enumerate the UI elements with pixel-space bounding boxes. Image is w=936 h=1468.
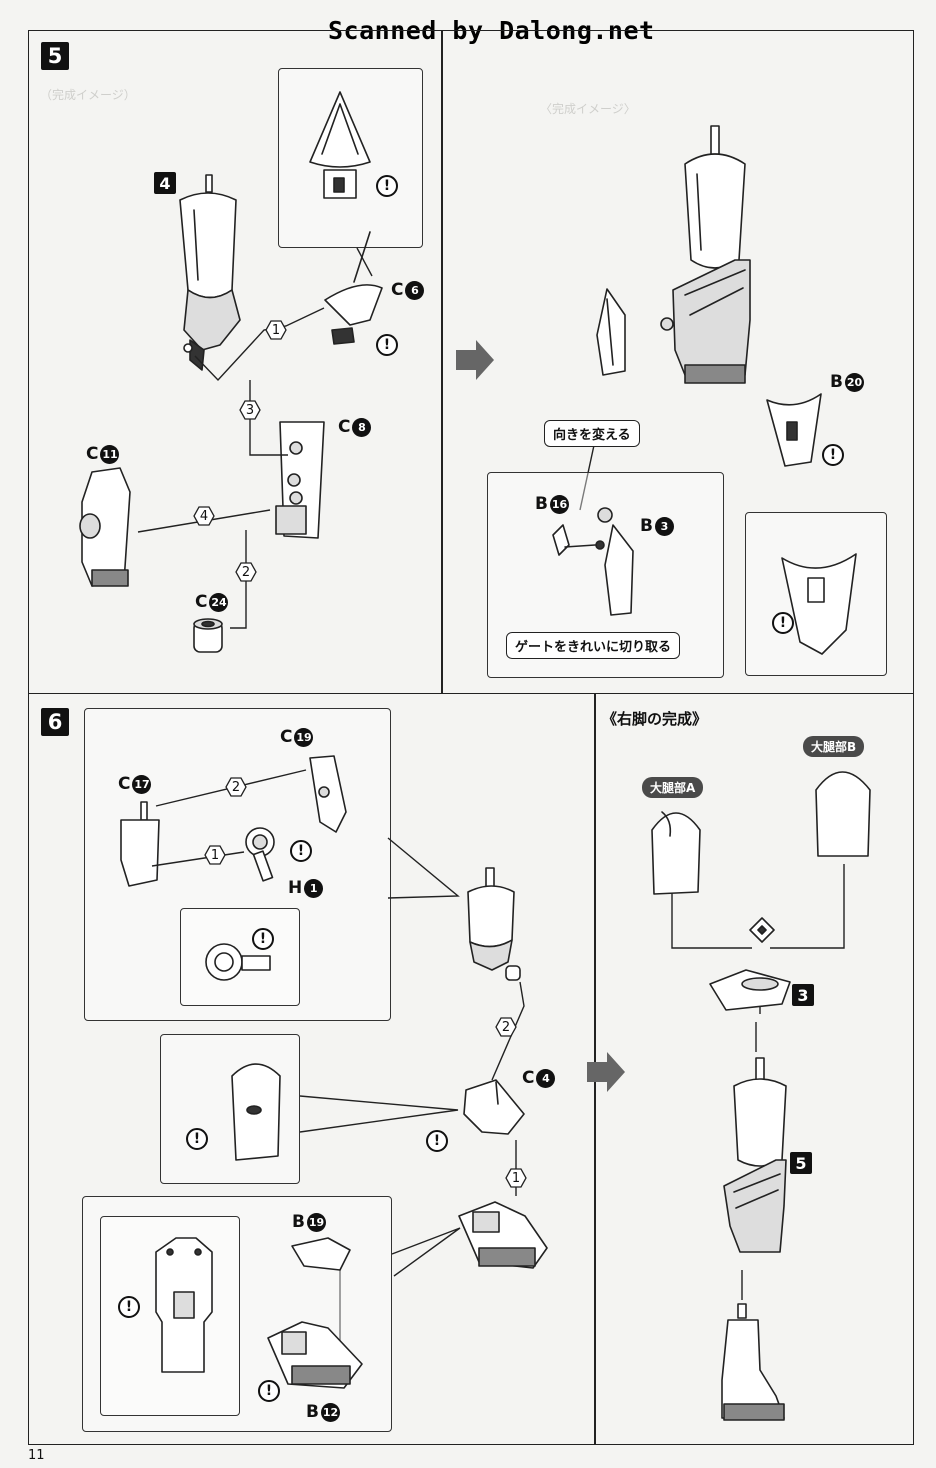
warning-icon: ! bbox=[258, 1380, 280, 1402]
side-plate-illustration bbox=[596, 288, 626, 376]
b19-part-illustration bbox=[291, 1237, 351, 1271]
step-sequence-1: 1 bbox=[265, 320, 287, 340]
page-number: 11 bbox=[28, 1448, 45, 1463]
warning-icon: ! bbox=[186, 1128, 208, 1150]
c8-part-illustration bbox=[275, 421, 325, 539]
step-sequence-4: 4 bbox=[193, 506, 215, 526]
warning-icon: ! bbox=[252, 928, 274, 950]
assembled-leg-illustration bbox=[660, 125, 751, 384]
step-sequence-2: 2 bbox=[225, 777, 247, 797]
step6-frame bbox=[28, 693, 914, 1445]
cut-gate-note: ゲートをきれいに切り取る bbox=[506, 632, 681, 659]
b12-part-illustration bbox=[267, 1321, 363, 1389]
warning-icon: ! bbox=[822, 444, 844, 466]
change-direction-note: 向きを変える bbox=[544, 420, 640, 447]
bleed-through-text: 〈完成イメージ〉 bbox=[540, 102, 636, 116]
b12-underside-illustration bbox=[155, 1237, 213, 1373]
warning-icon: ! bbox=[118, 1296, 140, 1318]
subassembly-ref: 3 bbox=[792, 984, 814, 1006]
step-sequence-2: 2 bbox=[235, 562, 257, 582]
bleed-through-text: （完成イメージ） bbox=[40, 88, 136, 102]
warning-icon: ! bbox=[376, 334, 398, 356]
c19-part-illustration bbox=[309, 755, 347, 833]
warning-icon: ! bbox=[376, 175, 398, 197]
thigh-b-tag: 大腿部B bbox=[803, 736, 865, 757]
upper-leg-illustration bbox=[179, 174, 241, 371]
foot-assembly-illustration bbox=[721, 1303, 785, 1421]
complete-leg-illustration bbox=[723, 1057, 787, 1253]
next-arrow-icon bbox=[587, 1052, 625, 1092]
armor-part-detail bbox=[309, 91, 371, 283]
joint-detail-illustration bbox=[205, 943, 271, 981]
b20-back-illustration bbox=[781, 553, 857, 655]
warning-icon: ! bbox=[772, 612, 794, 634]
step-sequence-1: 1 bbox=[505, 1168, 527, 1188]
step-number: 6 bbox=[41, 708, 69, 736]
subassembly-ref: 5 bbox=[790, 1152, 812, 1174]
h1-joint-illustration bbox=[245, 827, 275, 882]
c4-detail-illustration bbox=[231, 1063, 281, 1161]
step5-divider bbox=[441, 30, 443, 694]
thigh-b-illustration bbox=[815, 771, 871, 857]
subassembly-ref: 4 bbox=[154, 172, 176, 194]
step-sequence-1: 1 bbox=[204, 845, 226, 865]
step-sequence-2: 2 bbox=[495, 1017, 517, 1037]
completion-caption: 《右脚の完成》 bbox=[602, 710, 708, 728]
c17-part-illustration bbox=[120, 801, 160, 887]
c4-part-illustration bbox=[463, 1079, 525, 1135]
warning-icon: ! bbox=[290, 840, 312, 862]
step-sequence-3: 3 bbox=[239, 400, 261, 420]
step-number: 5 bbox=[41, 42, 69, 70]
b20-part-illustration bbox=[766, 393, 822, 467]
thigh-a-tag: 大腿部A bbox=[642, 777, 704, 798]
c24-part-illustration bbox=[193, 618, 223, 653]
c6-part-illustration bbox=[324, 284, 383, 345]
hip-joint-illustration bbox=[709, 969, 791, 1011]
warning-icon: ! bbox=[426, 1130, 448, 1152]
foot-part-illustration bbox=[458, 1201, 548, 1269]
thigh-a-illustration bbox=[651, 811, 701, 895]
swap-diamond-icon bbox=[749, 917, 775, 943]
gate-detail-illustration bbox=[552, 507, 634, 616]
c11-part-illustration bbox=[79, 467, 131, 587]
next-arrow-icon bbox=[456, 340, 494, 380]
lower-leg-illustration bbox=[467, 867, 521, 981]
